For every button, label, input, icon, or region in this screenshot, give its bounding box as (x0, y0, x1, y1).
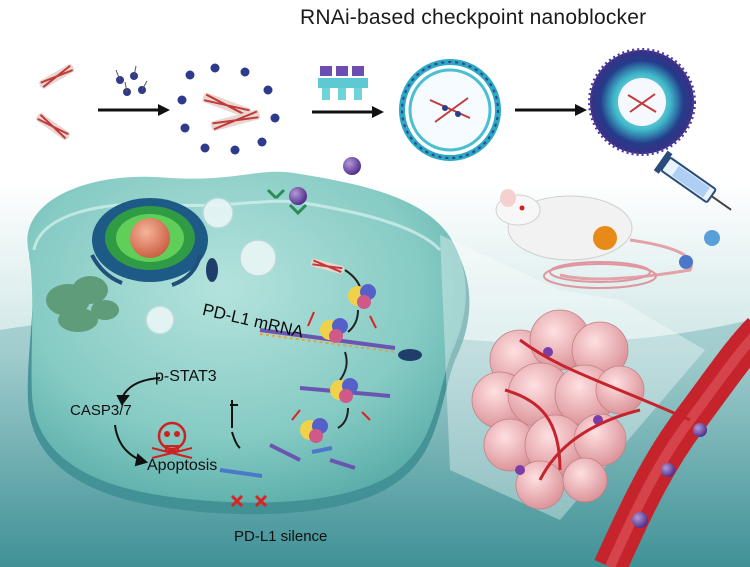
label-pdl1-silence: PD-L1 silence (234, 528, 328, 545)
risc-complex-2 (320, 318, 348, 343)
risc-pathway (219, 258, 396, 478)
nucleus-complex (90, 198, 208, 287)
polymer-units (115, 65, 148, 96)
label-apoptosis: Apoptosis (147, 457, 218, 474)
skull-icon (151, 421, 193, 459)
sirna-polymer-complex (177, 63, 280, 155)
lipid-units (318, 66, 368, 100)
label-p-stat3: p-STAT3 (155, 368, 217, 385)
liposome (399, 59, 501, 161)
mouse (495, 189, 693, 289)
arrow-3 (515, 104, 587, 116)
nanoblocker-particle (588, 48, 696, 156)
arrow-2 (312, 106, 384, 118)
risc-complex-1 (348, 284, 376, 309)
tumor-mass (471, 309, 645, 510)
injected-particles (679, 230, 720, 269)
signal-arrows (114, 377, 241, 467)
sirna-strands (36, 64, 75, 140)
syringe-icon (653, 150, 732, 211)
diagram-title: RNAi-based checkpoint nanoblocker (300, 6, 647, 29)
cross-icon (230, 494, 268, 508)
label-casp3-7: CASP3/7 (70, 402, 132, 419)
arrow-1 (98, 104, 170, 116)
organelle-cluster (46, 276, 119, 332)
blood-vessel (504, 317, 750, 567)
mitochondria (206, 258, 422, 361)
risc-complex-3 (330, 378, 358, 403)
cancer-cell (27, 171, 470, 515)
risc-complex-4 (300, 418, 328, 443)
endosomes (145, 197, 277, 335)
nanoparticles-free (266, 157, 361, 216)
